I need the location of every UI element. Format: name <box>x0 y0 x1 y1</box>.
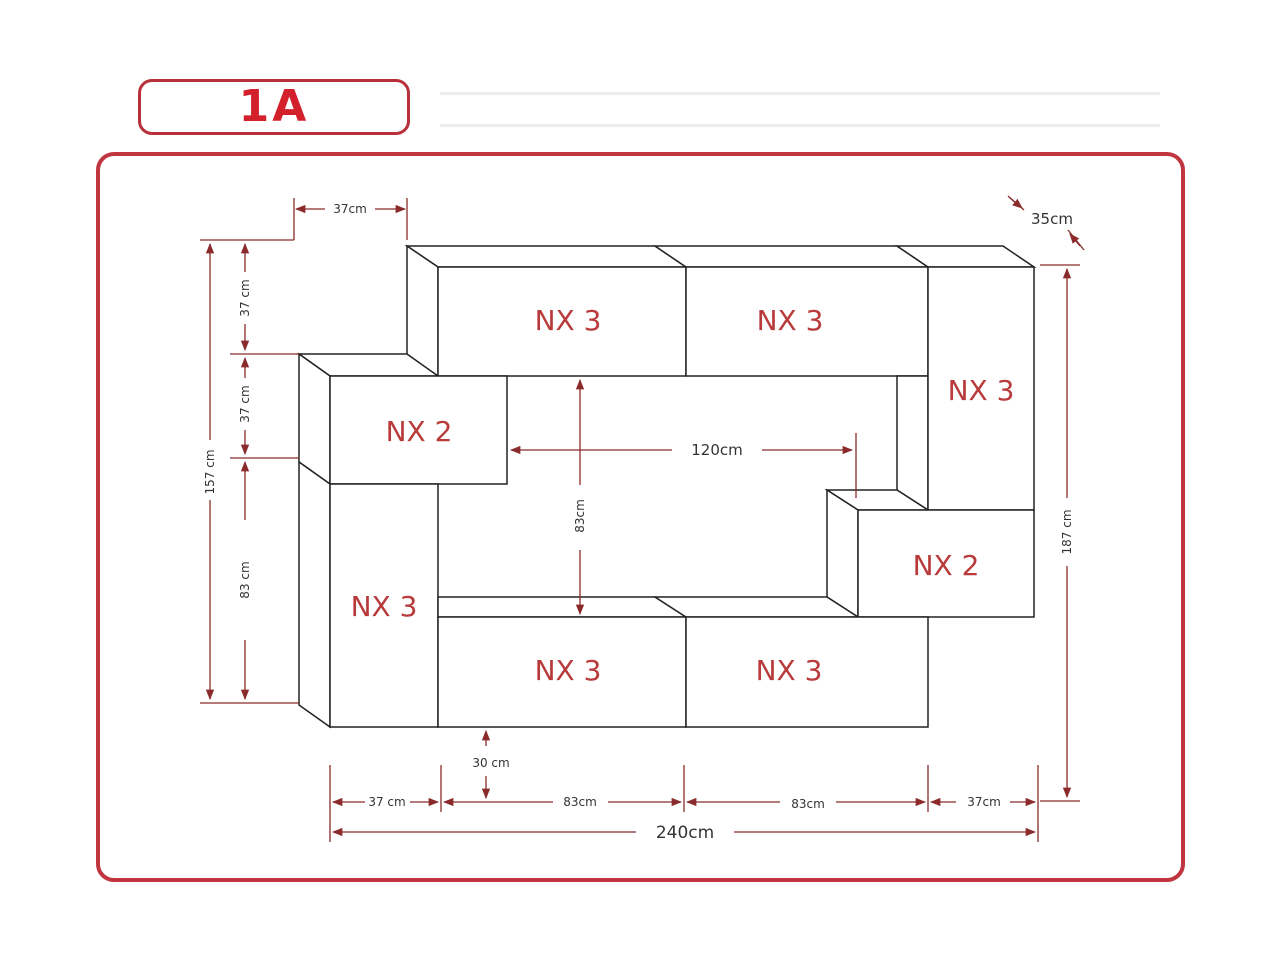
dim-bottom-37-right-text: 37cm <box>967 795 1001 809</box>
dim-inner-height: 83cm <box>573 378 587 616</box>
dim-floor-gap-text: 30 cm <box>472 756 509 770</box>
dim-floor-gap: 30 cm <box>472 729 510 800</box>
cabinet-right-lower <box>824 488 1035 619</box>
dim-bottom-83a-text: 83cm <box>563 795 597 809</box>
dim-bottom: 37 cm 83cm 83cm 37cm 240cm <box>329 765 1039 843</box>
dim-inner-width: 120cm <box>509 433 857 498</box>
dim-inner-height-text: 83cm <box>573 499 587 533</box>
cabinet-bottom-middle <box>652 596 929 728</box>
dim-left-37b-text: 37 cm <box>238 385 252 422</box>
dim-left-total-text: 157 cm <box>203 449 217 494</box>
dim-left-37a-text: 37 cm <box>238 279 252 316</box>
dim-bottom-83b-text: 83cm <box>791 797 825 811</box>
label-right-upper: NX 3 <box>948 374 1015 407</box>
label-right-lower: NX 2 <box>913 549 980 582</box>
label-top-left: NX 3 <box>535 304 602 337</box>
dim-bottom-37-left-text: 37 cm <box>368 795 405 809</box>
dim-inner-width-text: 120cm <box>691 441 743 459</box>
dim-total-width-text: 240cm <box>656 823 714 843</box>
label-bottom-middle: NX 3 <box>756 654 823 687</box>
cabinet-left-upper <box>296 352 508 486</box>
dim-top-width: 37cm <box>293 198 408 240</box>
diagram-frame <box>96 152 1185 882</box>
dim-left-83-text: 83 cm <box>238 561 252 598</box>
dim-right-total-text: 187 cm <box>1060 509 1074 554</box>
label-bottom-left: NX 3 <box>535 654 602 687</box>
dim-depth-text: 35cm <box>1031 210 1073 228</box>
cabinet-right-upper <box>894 245 1037 512</box>
label-top-middle: NX 3 <box>757 304 824 337</box>
cabinet-top-middle <box>652 245 931 377</box>
dim-depth: 35cm <box>1007 195 1085 251</box>
cabinet-bottom-left <box>437 596 689 728</box>
dim-right-total: 187 cm <box>1040 264 1080 802</box>
title-badge: 1A <box>138 79 410 135</box>
faint-rule-bottom <box>440 124 1160 127</box>
label-left-lower: NX 3 <box>351 590 418 623</box>
dim-top-width-text: 37cm <box>333 202 367 216</box>
title-text: 1A <box>238 81 310 132</box>
faint-rule-top <box>440 92 1160 95</box>
dim-left-stack: 37 cm 37 cm 83 cm 157 cm <box>200 239 299 704</box>
cabinet-left-lower <box>298 460 439 729</box>
label-left-upper: NX 2 <box>386 415 453 448</box>
